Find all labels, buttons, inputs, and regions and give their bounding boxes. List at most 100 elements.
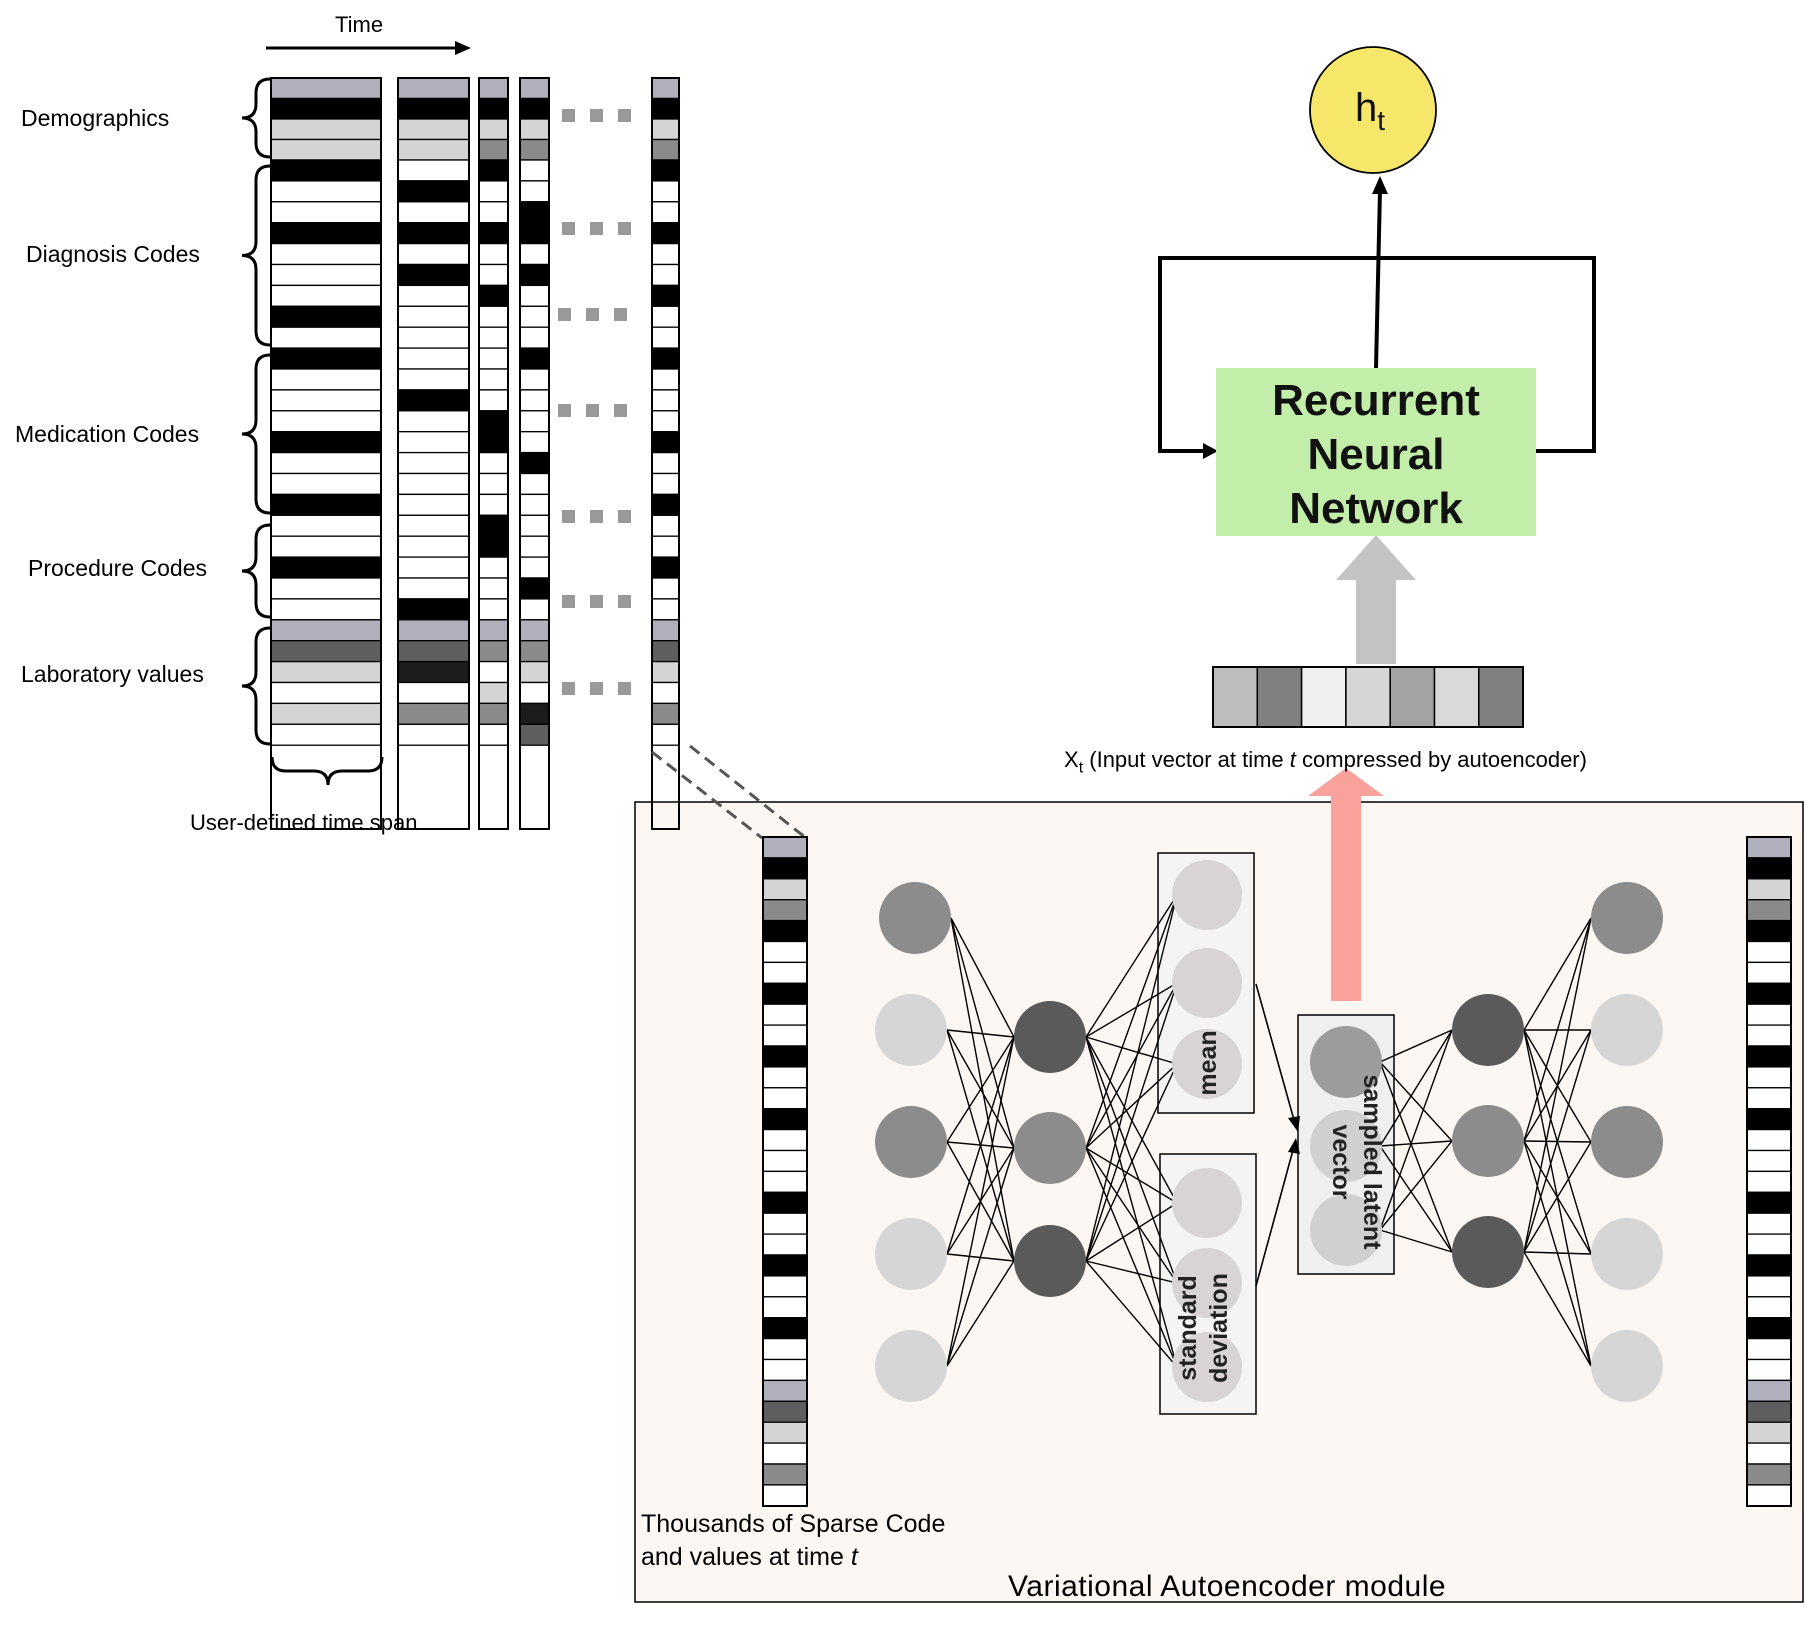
ehr-cell	[478, 619, 509, 642]
ehr-cell	[519, 577, 550, 600]
input-vector-caption: Xt (Input vector at time t compressed by…	[1064, 747, 1587, 777]
sparse-cell	[1746, 1233, 1792, 1256]
ehr-cell	[651, 577, 680, 600]
ehr-cell	[478, 535, 509, 558]
ehr-cell	[519, 431, 550, 454]
ehr-cell	[397, 451, 470, 475]
sparse-cell	[762, 1400, 808, 1423]
std-label: standard deviation	[1173, 1253, 1237, 1403]
compressed-vector-cell	[1300, 666, 1347, 728]
nn-connection	[1085, 1147, 1178, 1204]
ehr-cell	[519, 284, 550, 307]
std-to-latent	[1255, 1149, 1294, 1287]
sparse-code-line2-text: and values at time	[641, 1543, 851, 1571]
nn-node	[875, 1218, 947, 1290]
ehr-cell	[478, 556, 509, 579]
ehr-cell	[397, 389, 470, 412]
sparse-cell	[1746, 1296, 1792, 1319]
ehr-cell	[397, 305, 470, 328]
sparse-cell	[1746, 1254, 1792, 1277]
ehr-cell	[397, 640, 470, 663]
ehr-cell	[519, 305, 550, 328]
ehr-cell	[478, 97, 509, 120]
compressed-vector	[1212, 666, 1524, 728]
sparse-cell	[1746, 1170, 1792, 1193]
nn-node	[1014, 1001, 1086, 1073]
ehr-cell	[519, 368, 550, 391]
sparse-cell	[1746, 1421, 1792, 1444]
ehr-cell	[651, 451, 680, 475]
nn-connection	[1085, 1260, 1178, 1368]
ehr-cell	[397, 201, 470, 224]
sparse-cell	[1746, 982, 1792, 1005]
output-sparse-vector	[1746, 836, 1792, 1507]
sparse-cell	[762, 1317, 808, 1340]
ehr-cell	[270, 180, 382, 203]
sparse-cell	[762, 857, 808, 880]
ehr-cell	[478, 514, 509, 537]
compressed-vector-cell	[1212, 666, 1259, 728]
category-diagnosis-codes: Diagnosis Codes	[26, 241, 200, 267]
ehr-cell	[478, 347, 509, 370]
nn-connection	[1379, 1029, 1453, 1147]
sparse-cell	[1746, 1024, 1792, 1047]
input-vector-text-after: compressed by autoencoder)	[1295, 747, 1587, 772]
ehr-cell	[519, 159, 550, 182]
ehr-cell	[651, 263, 680, 287]
nn-connection	[1379, 1145, 1453, 1253]
ehr-cell	[270, 619, 382, 642]
sparse-code-label: Thousands of Sparse Code and values at t…	[641, 1508, 945, 1574]
nn-connection	[1379, 1061, 1453, 1253]
sparse-cell	[1746, 1066, 1792, 1089]
nn-connection	[1085, 982, 1178, 1038]
ehr-cell	[519, 201, 550, 224]
ehr-cell	[519, 180, 550, 203]
ellipsis-dot	[586, 308, 599, 321]
ehr-cell	[651, 389, 680, 412]
ehr-cell	[651, 368, 680, 391]
ehr-cell	[397, 598, 470, 621]
ehr-cell	[270, 201, 382, 224]
time-arrow-head	[455, 41, 471, 55]
ehr-cell	[651, 77, 680, 100]
rnn-box	[1216, 368, 1536, 536]
ehr-cell	[270, 535, 382, 558]
ehr-cell	[397, 472, 470, 496]
sparse-cell	[762, 1191, 808, 1214]
ehr-cell	[270, 305, 382, 328]
nn-connection	[1523, 1029, 1592, 1253]
ehr-cell	[478, 723, 509, 746]
nn-connection	[1523, 917, 1592, 1142]
output-arrow-head	[1372, 176, 1388, 194]
input-vector-text-before: (Input vector at time	[1083, 747, 1290, 772]
ellipsis-dot	[614, 308, 627, 321]
nn-connection	[1523, 917, 1592, 1031]
nn-connection	[1379, 1140, 1453, 1147]
rnn-label-line3: Network	[1289, 484, 1463, 533]
sparse-cell	[762, 961, 808, 984]
ehr-cell	[519, 451, 550, 475]
ehr-cell	[478, 702, 509, 725]
sparse-cell	[762, 1442, 808, 1465]
ehr-cell	[270, 493, 382, 516]
nn-node	[875, 1106, 947, 1178]
ehr-cell	[519, 514, 550, 537]
ehr-cell	[397, 619, 470, 642]
ellipsis-dot	[562, 510, 575, 523]
nn-node	[1591, 1330, 1663, 1402]
compressed-vector-cell	[1478, 666, 1524, 728]
input-vector-italic: t	[1289, 747, 1296, 772]
nn-node	[879, 882, 951, 954]
category-demographics: Demographics	[21, 105, 170, 131]
ehr-cell	[651, 326, 680, 349]
brace-medication	[241, 353, 271, 515]
ehr-cell	[651, 723, 680, 746]
ehr-cell	[270, 660, 382, 684]
nn-node	[1591, 882, 1663, 954]
ehr-cell	[519, 242, 550, 266]
std-label-line1: standard	[1174, 1275, 1202, 1381]
ehr-cell	[651, 410, 680, 433]
nn-connection	[1085, 1202, 1178, 1262]
sparse-cell	[1746, 1484, 1792, 1507]
sparse-cell	[762, 1233, 808, 1256]
